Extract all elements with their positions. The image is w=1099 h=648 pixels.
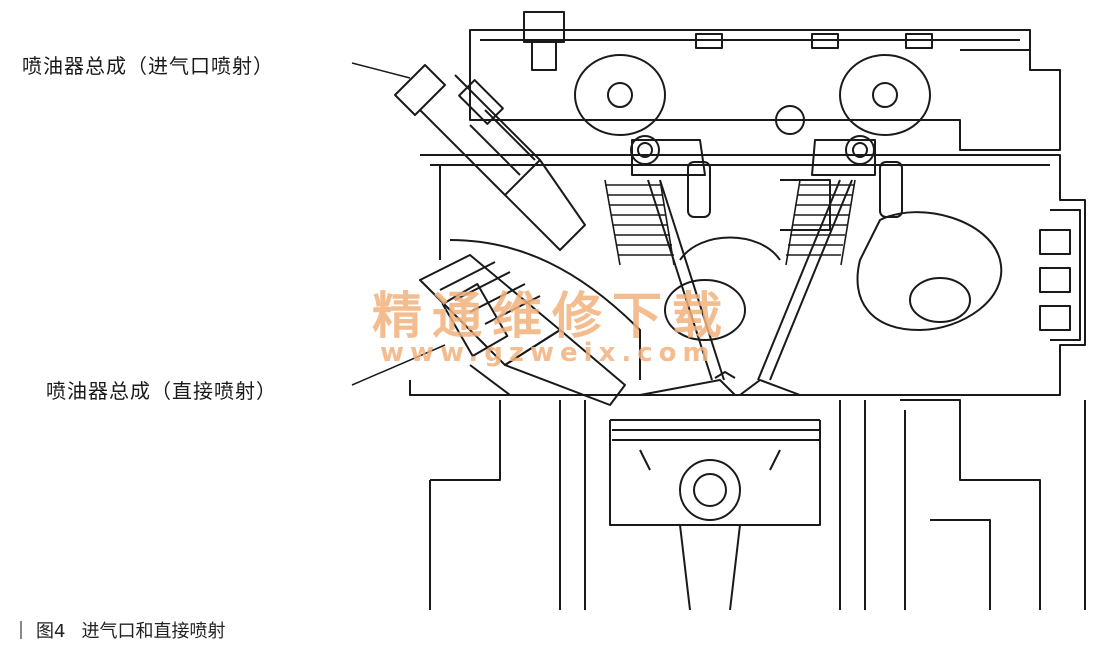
- port-injector-label: 喷油器总成（进气口喷射）: [22, 54, 274, 78]
- cylinder-head: [409, 154, 1086, 396]
- valves: [639, 179, 853, 396]
- valve-springs: [604, 179, 856, 266]
- caption-marker: [20, 621, 22, 639]
- caption-text: 进气口和直接喷射: [81, 621, 226, 642]
- intake-port: [449, 236, 781, 380]
- cylinder-block: [429, 399, 1086, 611]
- cam-cover: [469, 11, 1061, 151]
- direct-injector-label: 喷油器总成（直接喷射）: [46, 379, 277, 403]
- port-fuel-injector: [394, 64, 586, 251]
- rocker-arms: [630, 135, 903, 218]
- leader-lines: [351, 62, 446, 386]
- figure-number: 图4: [36, 621, 66, 642]
- direct-fuel-injector: [419, 254, 626, 406]
- figure-caption: 图4 进气口和直接喷射: [20, 617, 225, 643]
